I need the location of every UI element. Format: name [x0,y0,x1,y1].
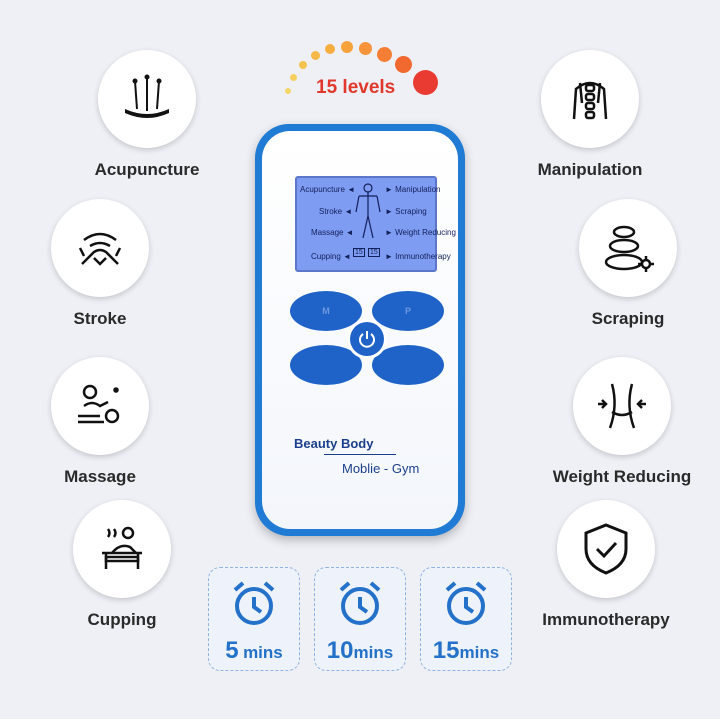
feature-label: Massage [64,467,136,486]
left-button[interactable] [290,345,362,385]
screen-mode: Cupping ◄ [311,252,351,261]
brand-divider [324,454,396,455]
tens-device: Acupuncture ◄ Stroke ◄ Massage ◄ Cupping… [255,124,465,536]
screen-mode: ► Weight Reducing [385,228,456,237]
timer-15: 15mins [420,567,512,671]
feature-manipulation: Manipulation [500,50,680,180]
screen-mode: Stroke ◄ [319,207,353,216]
brand-name: Beauty Body [294,436,374,451]
alarm-clock-icon [339,581,381,625]
feature-label: Cupping [87,610,157,629]
level-readout: 15 [368,248,380,257]
feature-scraping: Scraping [538,199,718,329]
feature-label: Manipulation [537,160,643,179]
timer-10: 10mins [314,567,406,671]
timer-number: 15 [432,637,460,664]
timer-unit: mins [243,643,283,662]
spine-icon [541,50,639,148]
screen-mode: ► Manipulation [385,185,441,194]
feature-massage: Massage [10,357,190,487]
control-pad: M P [290,291,444,387]
right-button[interactable] [372,345,444,385]
power-button[interactable] [347,319,387,359]
feature-immunotherapy: Immunotherapy [516,500,696,630]
brand-subtitle: Moblie - Gym [342,461,420,476]
level-readout: 15 [353,248,365,257]
waist-icon [573,357,671,455]
feature-cupping: Cupping [32,500,212,630]
stroke-massage-icon [51,199,149,297]
screen-mode: Massage ◄ [311,228,354,237]
cupping-icon [73,500,171,598]
stones-icon [579,199,677,297]
timer-5: 5 mins [208,567,300,671]
feature-label: Immunotherapy [542,610,670,629]
feature-stroke: Stroke [10,199,190,329]
alarm-clock-icon [445,581,487,625]
alarm-clock-icon [233,581,275,625]
levels-label: 15 levels [316,77,396,98]
feature-label: Stroke [73,309,127,328]
feature-weight-reducing: Weight Reducing [532,357,712,487]
screen-mode: ► Scraping [385,207,427,216]
timer-number: 5 [225,637,239,664]
plus-button[interactable]: P [372,291,444,331]
timer-number: 10 [326,637,354,664]
shield-check-icon [557,500,655,598]
feature-label: Scraping [591,309,665,328]
feature-label: Acupuncture [94,160,200,179]
body-figure-icon [355,183,381,239]
mode-button[interactable]: M [290,291,362,331]
feature-label: Weight Reducing [552,467,692,486]
screen-mode: Acupuncture ◄ [300,185,356,194]
acupuncture-needles-icon [98,50,196,148]
power-icon [359,331,375,348]
lcd-screen: Acupuncture ◄ Stroke ◄ Massage ◄ Cupping… [295,176,456,272]
feature-acupuncture: Acupuncture [57,50,237,180]
screen-mode: ► Immunotherapy [385,252,451,261]
timer-unit: mins [353,643,394,662]
timer-unit: mins [459,643,500,662]
massage-icon [51,357,149,455]
